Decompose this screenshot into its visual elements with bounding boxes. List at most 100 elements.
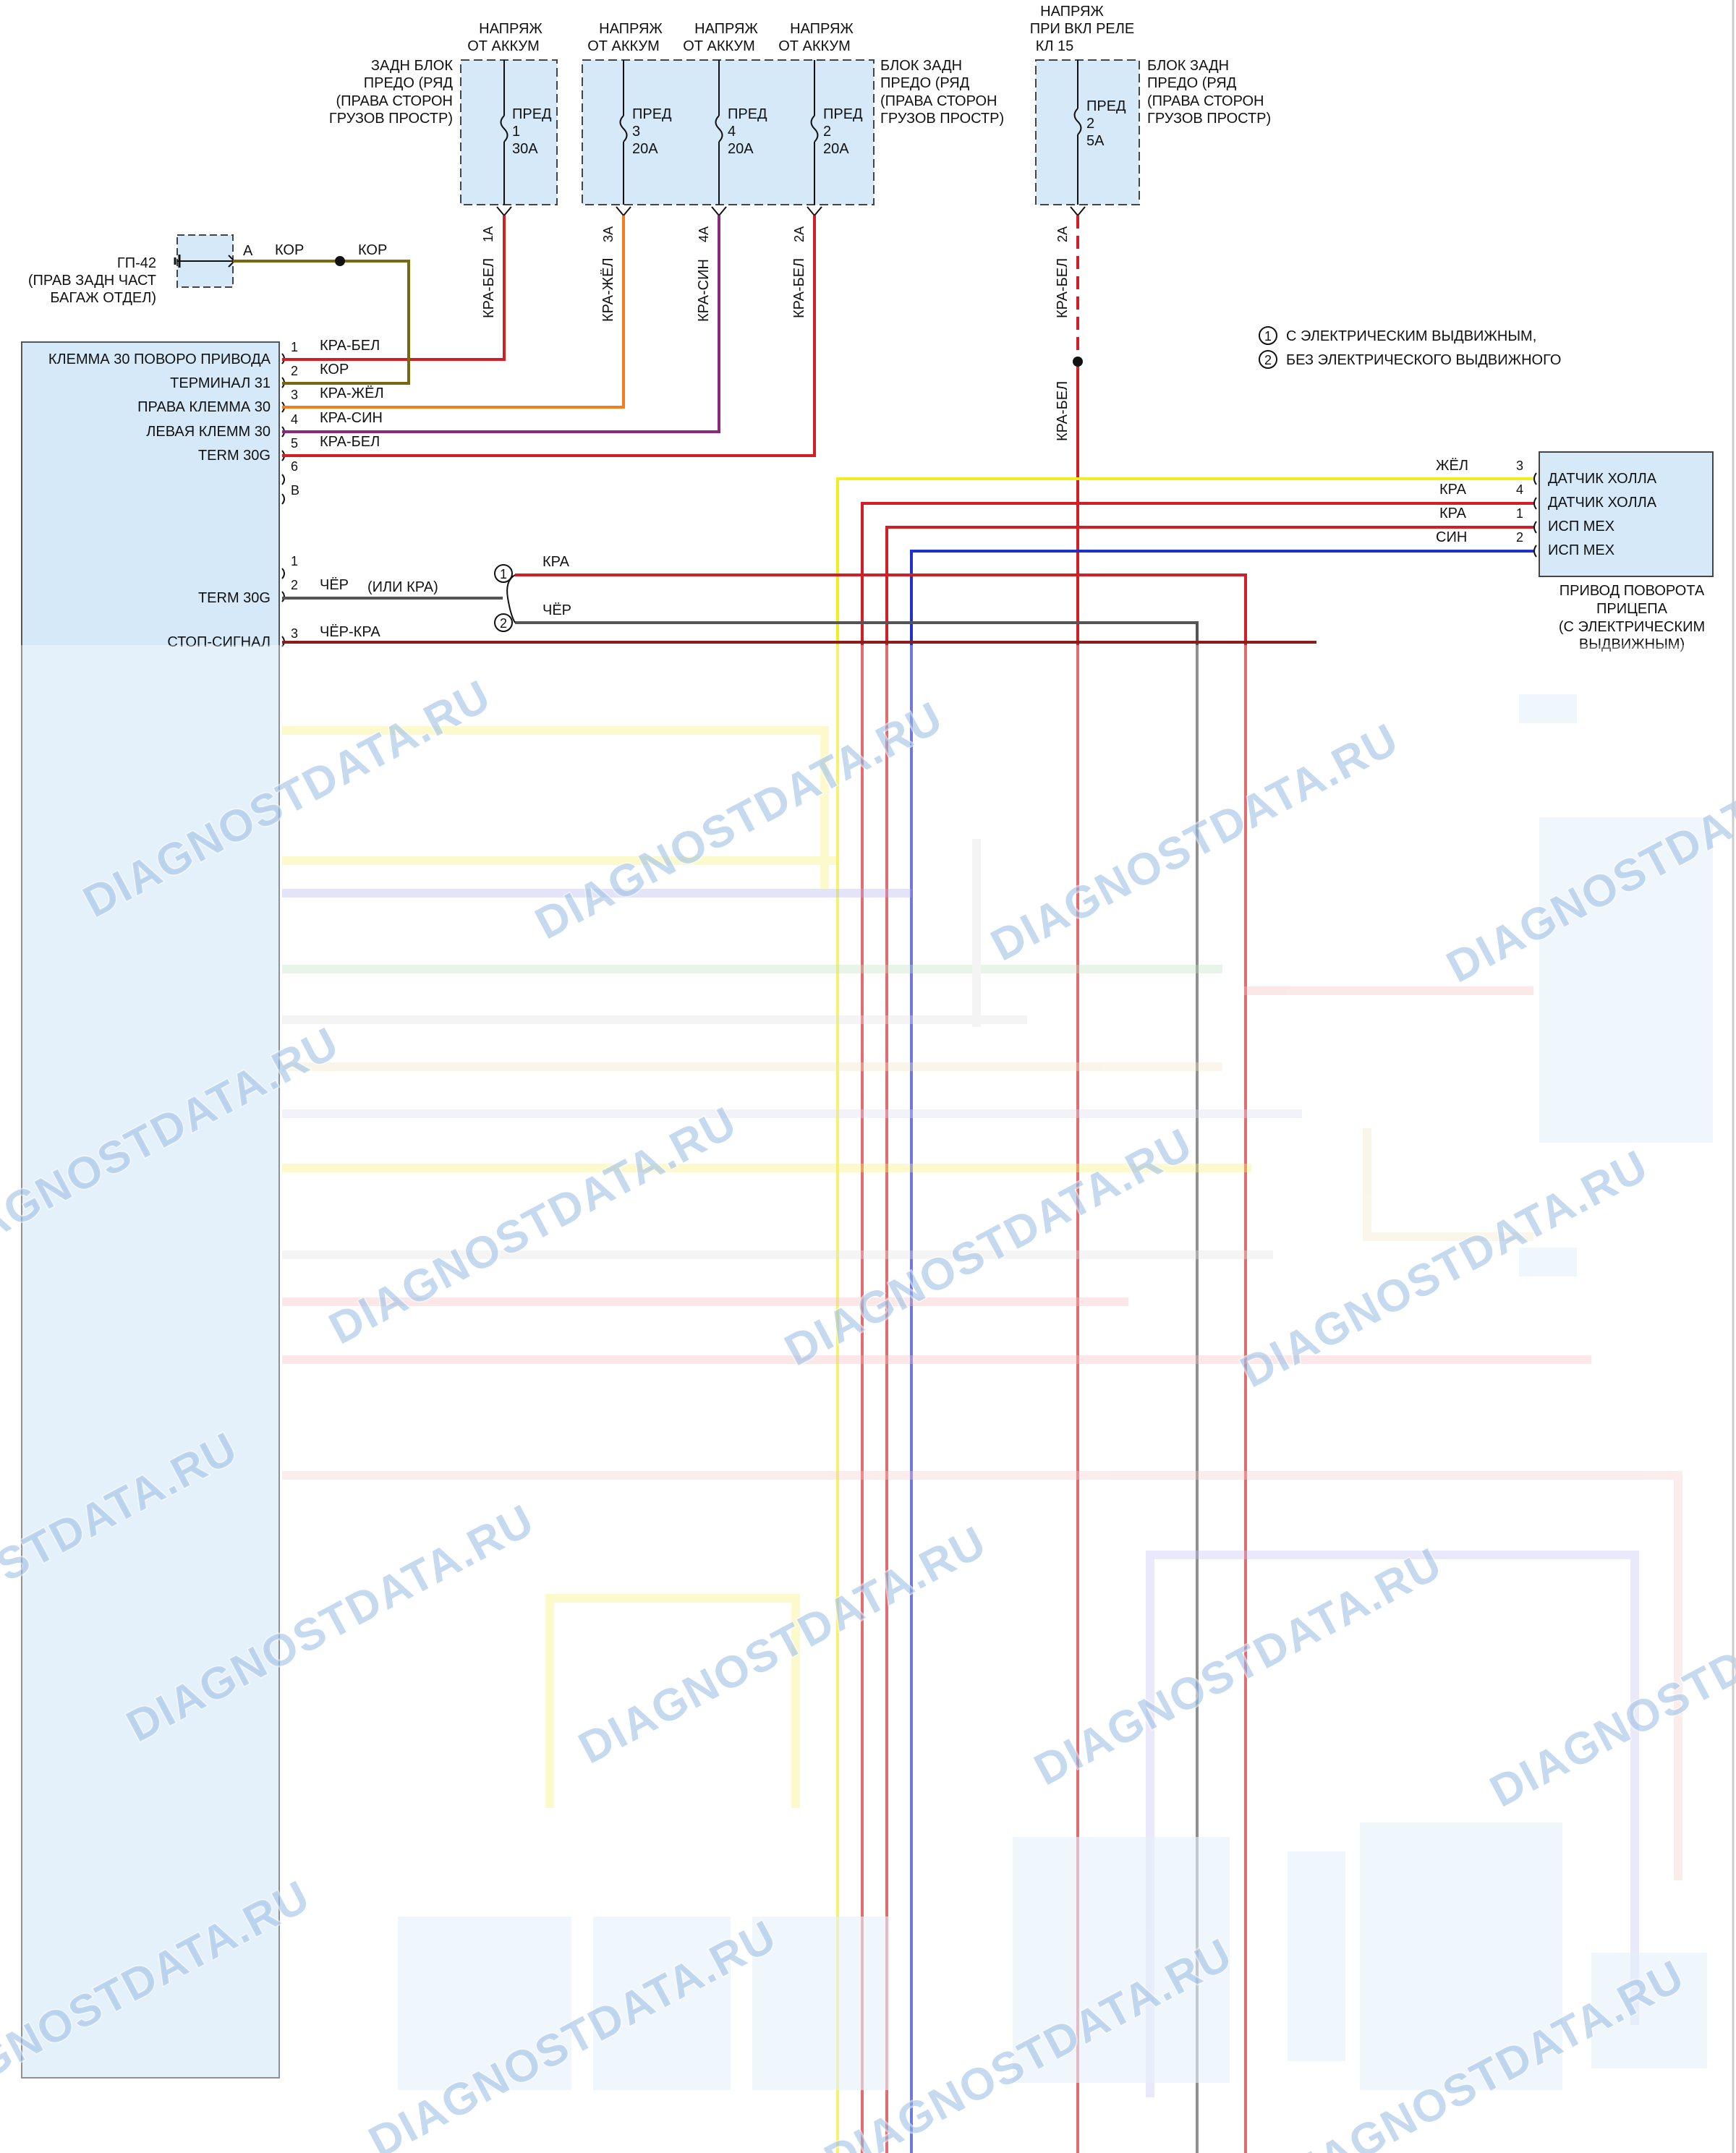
ground-splice-dot xyxy=(335,256,345,266)
option2-wire: ЧЁР xyxy=(542,602,571,618)
hall-row4-pin: 2 xyxy=(1516,530,1523,545)
fuse4-supply-line2: ОТ АККУМ xyxy=(683,38,755,54)
fuse2a-terminal-icon xyxy=(807,207,822,216)
hall-row2-pin: 4 xyxy=(1516,482,1523,497)
fuse2a-name: ПРЕД xyxy=(823,106,863,122)
hall-row4-wire: СИН xyxy=(1436,529,1467,545)
fuse2b-supply-line1: НАПРЯЖ xyxy=(1040,4,1104,20)
fuse1-rating: 30A xyxy=(512,141,538,157)
left-row4-wire: КРА-СИН xyxy=(320,410,383,426)
ground-location-1: (ПРАВ ЗАДН ЧАСТ xyxy=(28,273,156,289)
ground-wire-label-2: КОР xyxy=(358,242,387,258)
left-row5-wire: КРА-БЕЛ xyxy=(320,434,380,450)
fuse1-supply-line2: ОТ АККУМ xyxy=(467,38,540,54)
fuse2b-block-label-4: ГРУЗОВ ПРОСТР) xyxy=(1147,111,1271,127)
hall-row3-pin: 1 xyxy=(1516,506,1523,521)
fuse3-supply-line2: ОТ АККУМ xyxy=(587,38,660,54)
ground-pin: A xyxy=(243,243,253,259)
fuse4-rating: 20A xyxy=(728,141,754,157)
hall-row1-label: ДАТЧИК ХОЛЛА xyxy=(1548,471,1657,487)
left-row1-pin: 1 xyxy=(291,340,298,354)
option2-marker: 2 xyxy=(500,616,507,631)
fuse4-name: ПРЕД xyxy=(728,106,767,122)
vwire-label-2: КРА-БЕЛ xyxy=(791,258,807,318)
ground-wire-label-1: КОР xyxy=(275,242,304,258)
fuse2b-terminal-label: 2A xyxy=(1055,226,1070,242)
left-row4-pin: 4 xyxy=(291,412,298,427)
fuse1-block-label-1: ЗАДН БЛОК xyxy=(371,58,453,74)
group-block-label-4: ГРУЗОВ ПРОСТР) xyxy=(880,111,1004,127)
left-row1-wire: КРА-БЕЛ xyxy=(320,338,380,354)
wire-kra-bel-1 xyxy=(282,216,504,359)
left-row1-label: КЛЕММА 30 ПОВОРО ПРИВОДА xyxy=(48,351,271,367)
hall-row1-wire: ЖЁЛ xyxy=(1436,458,1468,474)
fuse2b-block-label-1: БЛОК ЗАДН xyxy=(1147,58,1229,74)
fuse1-supply-line1: НАПРЯЖ xyxy=(479,21,542,37)
fuse4-supply-line1: НАПРЯЖ xyxy=(694,21,758,37)
left-pin6: 6 xyxy=(291,459,298,474)
fuse4-terminal-icon xyxy=(712,207,726,216)
lower-pin1: 1 xyxy=(291,554,298,568)
fuse2a-number: 2 xyxy=(823,124,831,140)
note1-marker: 1 xyxy=(1264,329,1272,344)
left-pin-tick-b xyxy=(282,494,284,504)
hall-pin-tick-1 xyxy=(1534,521,1536,533)
group-block-label-2: ПРЕДО (РЯД xyxy=(880,75,970,91)
fuse-box-1: НАПРЯЖ ОТ АККУМ ЗАДН БЛОК ПРЕДО (РЯД (ПР… xyxy=(329,21,557,216)
lower-wire-black: ЧЁР xyxy=(320,577,349,593)
wire-kra-zhel xyxy=(282,216,624,407)
fuse1-terminal-label: 1A xyxy=(481,226,495,242)
left-row2-label: ТЕРМИНАЛ 31 xyxy=(170,375,271,391)
left-row3-pin: 3 xyxy=(291,388,298,402)
fuse3-number: 3 xyxy=(632,124,640,140)
note1-text: С ЭЛЕКТРИЧЕСКИМ ВЫДВИЖНЫМ, xyxy=(1286,328,1536,344)
lower-term-label: TERM 30G xyxy=(198,590,271,606)
fuse2b-terminal-icon xyxy=(1071,207,1085,216)
hall-pin-tick-4 xyxy=(1534,498,1536,509)
fuse2a-rating: 20A xyxy=(823,141,849,157)
fuse4-terminal-label: 4A xyxy=(697,226,711,242)
fuse1-number: 1 xyxy=(512,124,520,140)
ground-gp42: ГП-42 (ПРАВ ЗАДН ЧАСТ БАГАЖ ОТДЕЛ) A xyxy=(28,235,253,306)
hall-row2-label: ДАТЧИК ХОЛЛА xyxy=(1548,495,1657,511)
left-row2-pin: 2 xyxy=(291,364,298,378)
left-row4-label: ЛЕВАЯ КЛЕММ 30 xyxy=(146,424,271,440)
fuse3-terminal-label: 3A xyxy=(601,226,616,242)
vwire-label-1: КРА-БЕЛ xyxy=(481,258,497,318)
fuse2b-number: 2 xyxy=(1086,116,1094,132)
hall-caption-2: ПРИЦЕПА xyxy=(1596,601,1668,617)
vwire-label-4: КРА-СИН xyxy=(696,259,712,322)
fuse1-block-label-2: ПРЕДО (РЯД xyxy=(364,75,454,91)
fuse-box-1-body xyxy=(461,60,557,205)
left-pin-tick-6 xyxy=(282,474,284,485)
fuse2b-name: ПРЕД xyxy=(1086,98,1126,114)
fuse-box-kl15-body xyxy=(1036,60,1139,205)
fuse2b-block-label-2: ПРЕДО (РЯД xyxy=(1147,75,1237,91)
option1-marker: 1 xyxy=(500,567,507,581)
fuse1-block-label-3: (ПРАВА СТОРОН xyxy=(336,93,453,109)
fuse3-rating: 20A xyxy=(632,141,658,157)
left-module-pin-ticks xyxy=(282,354,284,647)
hall-pin-tick-2 xyxy=(1534,545,1536,557)
note2-text: БЕЗ ЭЛЕКТРИЧЕСКОГО ВЫДВИЖНОГО xyxy=(1286,352,1561,368)
fuse3-supply-line1: НАПРЯЖ xyxy=(599,21,663,37)
fuse-group-block: НАПРЯЖ ОТ АККУМ ПРЕД 3 20A НАПРЯЖ ОТ АКК… xyxy=(582,21,1004,216)
left-row3-label: ПРАВА КЛЕММА 30 xyxy=(137,399,271,415)
ground-name: ГП-42 xyxy=(117,255,156,271)
note2-marker: 2 xyxy=(1264,353,1272,367)
fuse1-block-label-4: ГРУЗОВ ПРОСТР) xyxy=(329,111,453,127)
fuse2b-supply-line2: ПРИ ВКЛ РЕЛЕ xyxy=(1030,21,1134,37)
fuse2a-supply-line1: НАПРЯЖ xyxy=(790,21,854,37)
hall-row4-label: ИСП МЕХ xyxy=(1548,542,1614,558)
hall-caption-3: (С ЭЛЕКТРИЧЕСКИМ xyxy=(1559,619,1705,635)
left-row3-wire: КРА-ЖЁЛ xyxy=(320,385,384,401)
left-row5-pin: 5 xyxy=(291,436,298,451)
ground-location-2: БАГАЖ ОТДЕЛ) xyxy=(50,290,156,306)
hall-row2-wire: КРА xyxy=(1439,482,1467,498)
fuse2b-supply-line3: КЛ 15 xyxy=(1036,38,1074,54)
fuse2b-block-label-3: (ПРАВА СТОРОН xyxy=(1147,93,1264,109)
fuse1-terminal-icon xyxy=(497,207,511,216)
vwire-label-3: КРА-ЖЁЛ xyxy=(600,257,616,322)
hall-row1-pin: 3 xyxy=(1516,459,1523,473)
